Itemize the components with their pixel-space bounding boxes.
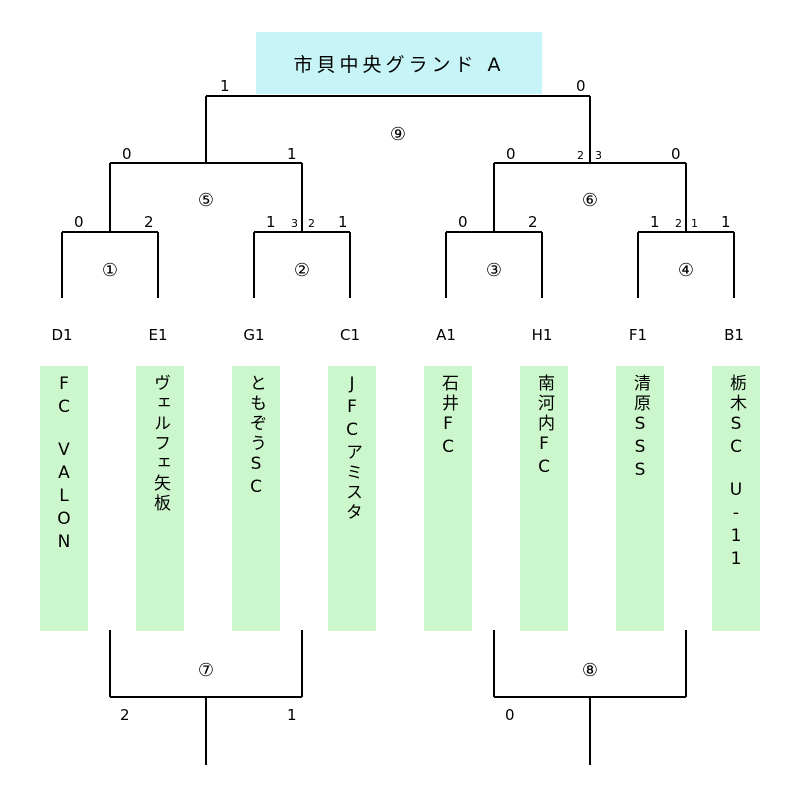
team-column: 清原SSS — [616, 366, 664, 631]
team-column: FC VALON — [40, 366, 88, 631]
pk-m6-right: 3 — [595, 149, 602, 162]
match-number-1: ① — [101, 260, 119, 281]
score-m4-right: 1 — [721, 213, 731, 231]
score-m1-left: 0 — [74, 213, 84, 231]
match-number-4: ④ — [677, 260, 695, 281]
score-m8-left: 0 — [505, 706, 515, 724]
match-number-8: ⑧ — [581, 660, 599, 681]
team-column: ヴェルフェ矢板 — [136, 366, 184, 631]
score-m4-left: 1 — [650, 213, 660, 231]
score-m3-right: 2 — [528, 213, 538, 231]
pk-m2-left: 3 — [291, 217, 298, 230]
pk-m4-right: 1 — [691, 217, 698, 230]
match-number-6: ⑥ — [581, 190, 599, 211]
team-column: 栃木SC U-11 — [712, 366, 760, 631]
venue-title: 市貝中央グランド A — [256, 32, 542, 94]
score-m2-left: 1 — [266, 213, 276, 231]
team-name: ヴェルフェ矢板 — [150, 374, 170, 514]
team-column: 南河内FC — [520, 366, 568, 631]
score-m2-right: 1 — [338, 213, 348, 231]
match-number-7: ⑦ — [197, 660, 215, 681]
score-m7-left: 2 — [120, 706, 130, 724]
score-m1-right: 2 — [144, 213, 154, 231]
pk-m4-left: 2 — [675, 217, 682, 230]
team-name: 石井FC — [438, 374, 458, 460]
score-m6-right: 0 — [671, 145, 681, 163]
team-code: G1 — [243, 326, 265, 344]
team-column: ともぞうSC — [232, 366, 280, 631]
team-code: H1 — [531, 326, 553, 344]
match-number-5: ⑤ — [197, 190, 215, 211]
pk-m2-right: 2 — [308, 217, 315, 230]
score-m3-left: 0 — [458, 213, 468, 231]
team-code: C1 — [339, 326, 361, 344]
score-final-right: 0 — [576, 77, 586, 95]
team-name: ともぞうSC — [246, 374, 266, 500]
score-m5-right: 1 — [287, 145, 297, 163]
team-code: B1 — [724, 326, 744, 344]
team-name: 清原SSS — [630, 374, 650, 483]
team-column: 石井FC — [424, 366, 472, 631]
team-code: D1 — [51, 326, 73, 344]
team-name: 栃木SC U-11 — [726, 374, 746, 572]
team-name: JFCアミスタ — [342, 374, 362, 523]
match-number-3: ③ — [485, 260, 503, 281]
team-name: 南河内FC — [534, 374, 554, 480]
score-final-left: 1 — [220, 77, 230, 95]
match-number-9: ⑨ — [389, 124, 407, 145]
pk-m6-left: 2 — [577, 149, 584, 162]
team-code: E1 — [148, 326, 168, 344]
team-code: A1 — [436, 326, 456, 344]
match-number-2: ② — [293, 260, 311, 281]
team-column: JFCアミスタ — [328, 366, 376, 631]
score-m7-right: 1 — [287, 706, 297, 724]
team-name: FC VALON — [54, 374, 74, 555]
team-code: F1 — [628, 326, 648, 344]
score-m5-left: 0 — [122, 145, 132, 163]
score-m6-left: 0 — [506, 145, 516, 163]
